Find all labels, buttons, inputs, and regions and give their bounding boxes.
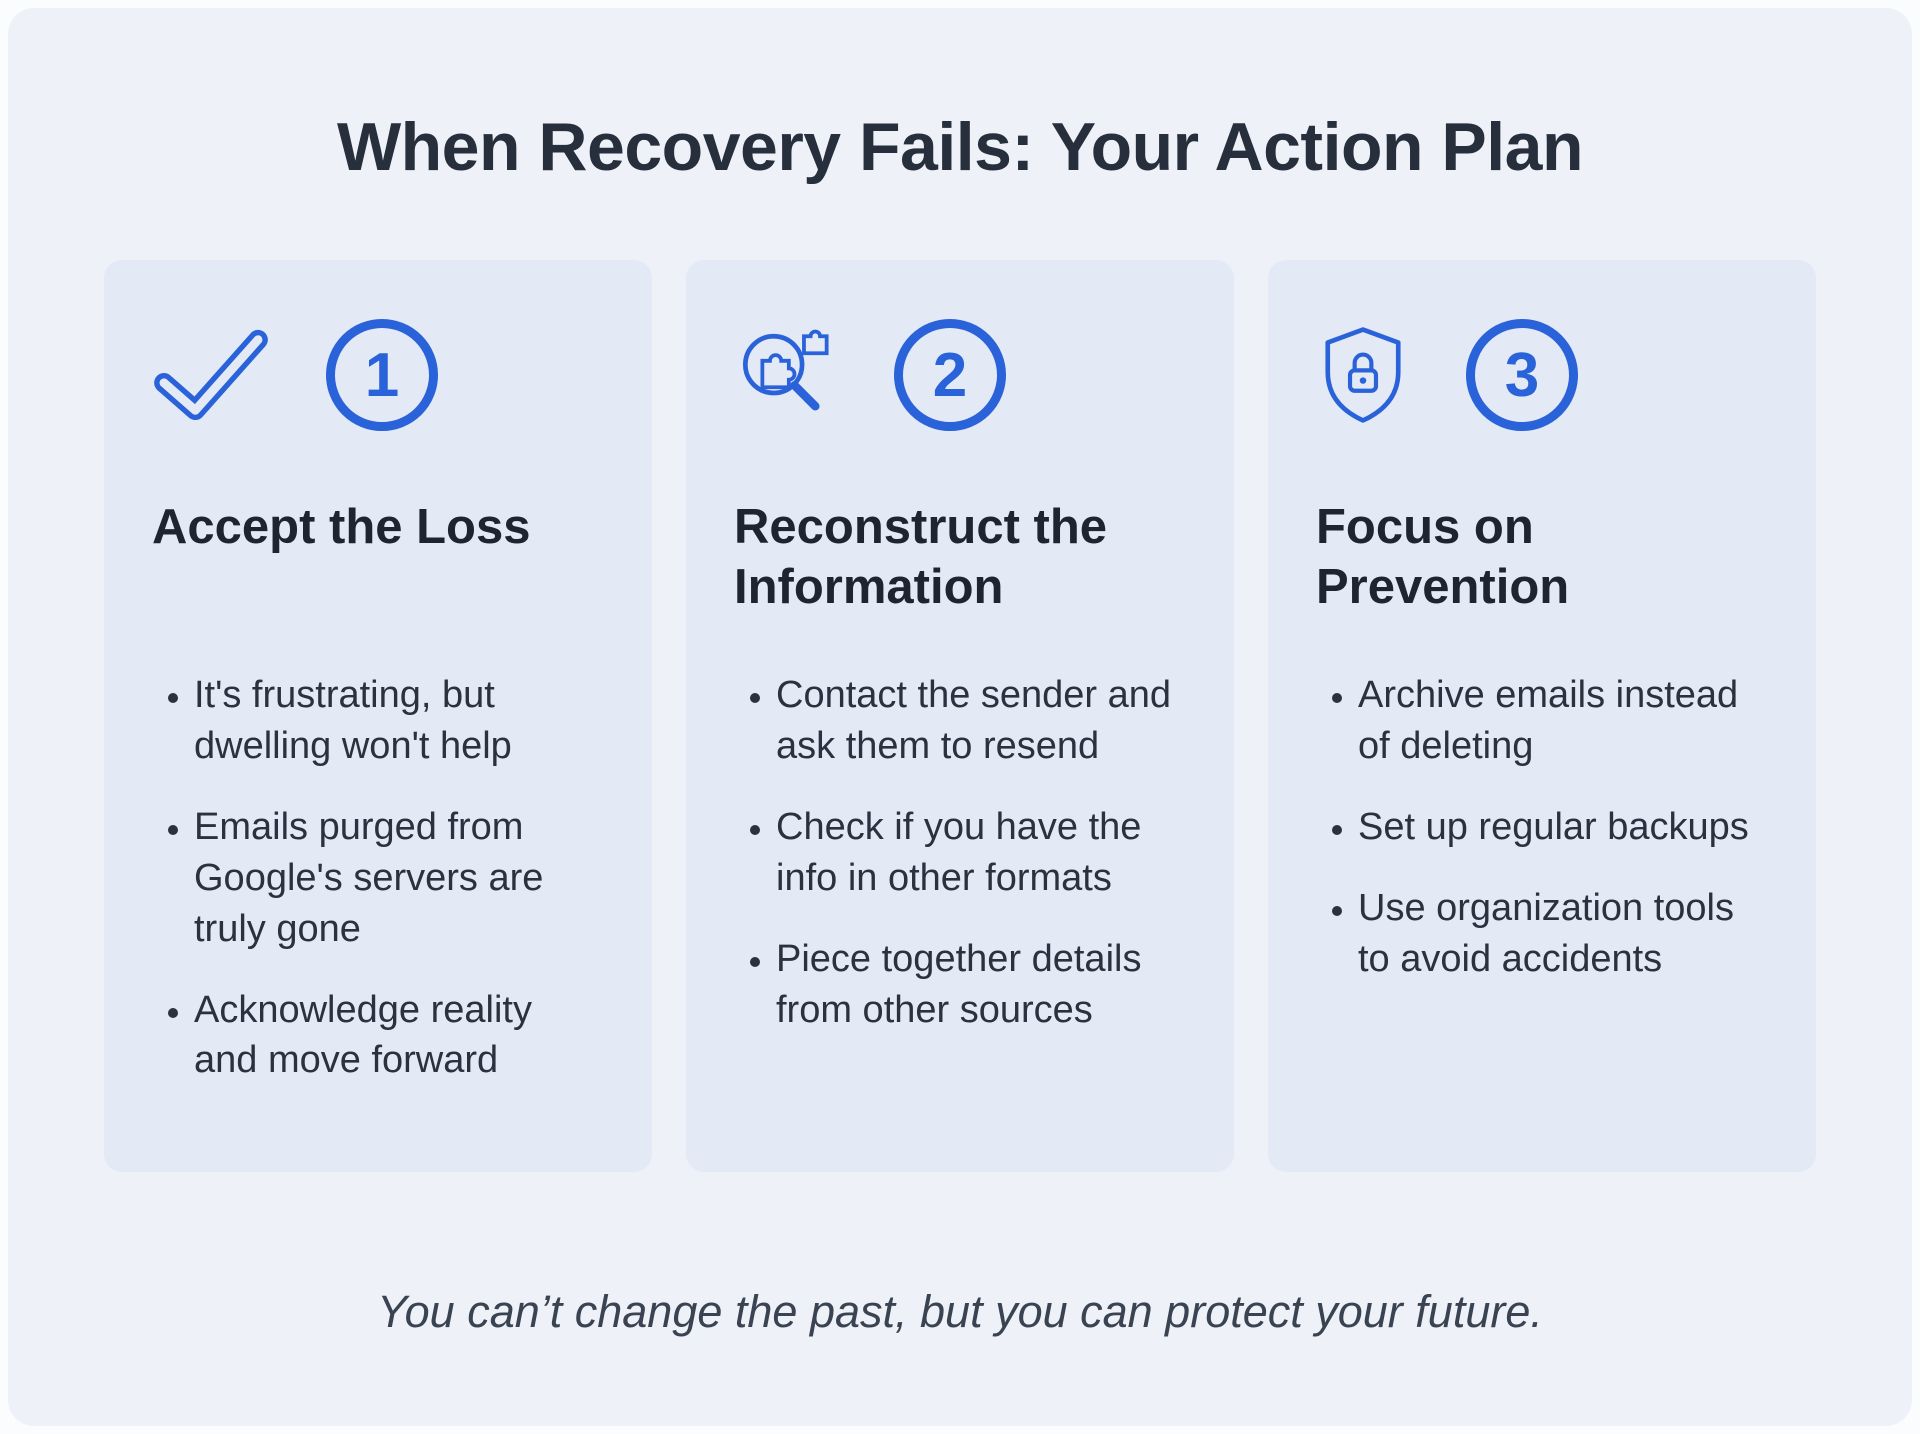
infographic-panel: When Recovery Fails: Your Action Plan 1 …: [8, 8, 1912, 1426]
step-number-badge: 2: [894, 319, 1006, 431]
shield-lock-icon: [1316, 324, 1410, 426]
card-heading: Focus on Prevention: [1316, 500, 1570, 614]
step-number-badge: 1: [326, 319, 438, 431]
card-icon-row: 2: [734, 316, 1186, 434]
footer-quote: You can’t change the past, but you can p…: [377, 1286, 1543, 1337]
checkmark-icon: [152, 326, 270, 424]
bullet-item: Archive emails instead of deleting: [1358, 670, 1768, 772]
bullet-list: Archive emails instead of deleting Set u…: [1316, 670, 1768, 985]
bullet-item: Piece together details from other source…: [776, 934, 1186, 1036]
card-icon-row: 1: [152, 316, 604, 434]
bullet-item: Contact the sender and ask them to resen…: [776, 670, 1186, 772]
card-accept-the-loss: 1 Accept the Loss It's frustrating, but …: [104, 260, 652, 1172]
page-title: When Recovery Fails: Your Action Plan: [336, 109, 1584, 185]
bullet-list: Contact the sender and ask them to resen…: [734, 670, 1186, 1035]
bullet-item: Emails purged from Google's servers are …: [194, 802, 604, 955]
step-number-badge: 3: [1466, 319, 1578, 431]
bullet-item: Use organization tools to avoid accident…: [1358, 883, 1768, 985]
card-icon-row: 3: [1316, 316, 1768, 434]
bullet-item: Check if you have the info in other form…: [776, 802, 1186, 904]
card-heading: Reconstruct the Information: [734, 500, 1108, 614]
bullet-list: It's frustrating, but dwelling won't hel…: [152, 670, 604, 1086]
card-reconstruct-information: 2 Reconstruct the Information Contact th…: [686, 260, 1234, 1172]
bullet-item: Set up regular backups: [1358, 802, 1768, 853]
search-puzzle-icon: [734, 323, 838, 427]
card-focus-on-prevention: 3 Focus on Prevention Archive emails ins…: [1268, 260, 1816, 1172]
cards-row: 1 Accept the Loss It's frustrating, but …: [8, 260, 1912, 1172]
bullet-item: It's frustrating, but dwelling won't hel…: [194, 670, 604, 772]
bullet-item: Acknowledge reality and move forward: [194, 985, 604, 1087]
card-heading: Accept the Loss: [152, 500, 531, 554]
